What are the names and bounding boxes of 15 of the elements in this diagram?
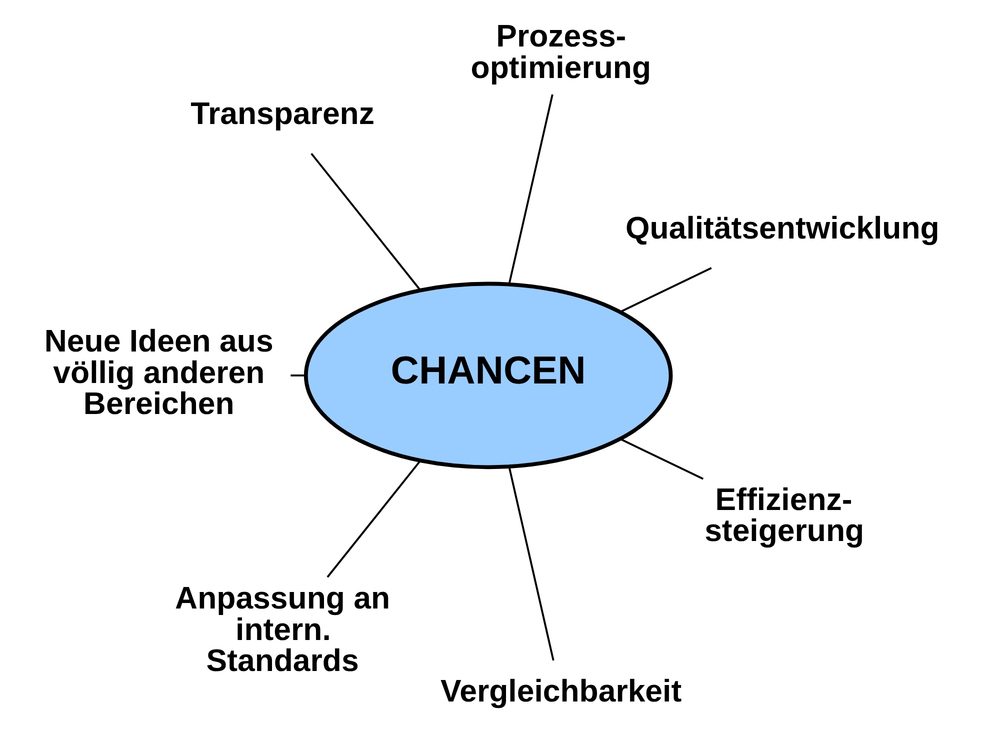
connector [620, 267, 712, 312]
node-ellipse: CHANCEN [304, 282, 673, 470]
connector [326, 460, 421, 578]
node-text: Transparenz [190, 96, 374, 131]
connector [508, 94, 554, 284]
node-text: Effizienz- steigerung [704, 482, 864, 548]
connector [508, 467, 554, 661]
node-text: Vergleichbarkeit [440, 673, 682, 708]
node-text: Anpassung an intern. Standards [175, 580, 390, 678]
node-text: Neue Ideen aus völlig anderen Bereichen [44, 324, 274, 422]
connector [310, 152, 421, 290]
connector [620, 438, 704, 480]
node-text: Qualitätsentwicklung [626, 210, 940, 246]
node-text: Prozess- optimierung [470, 18, 652, 85]
connector [290, 374, 306, 376]
